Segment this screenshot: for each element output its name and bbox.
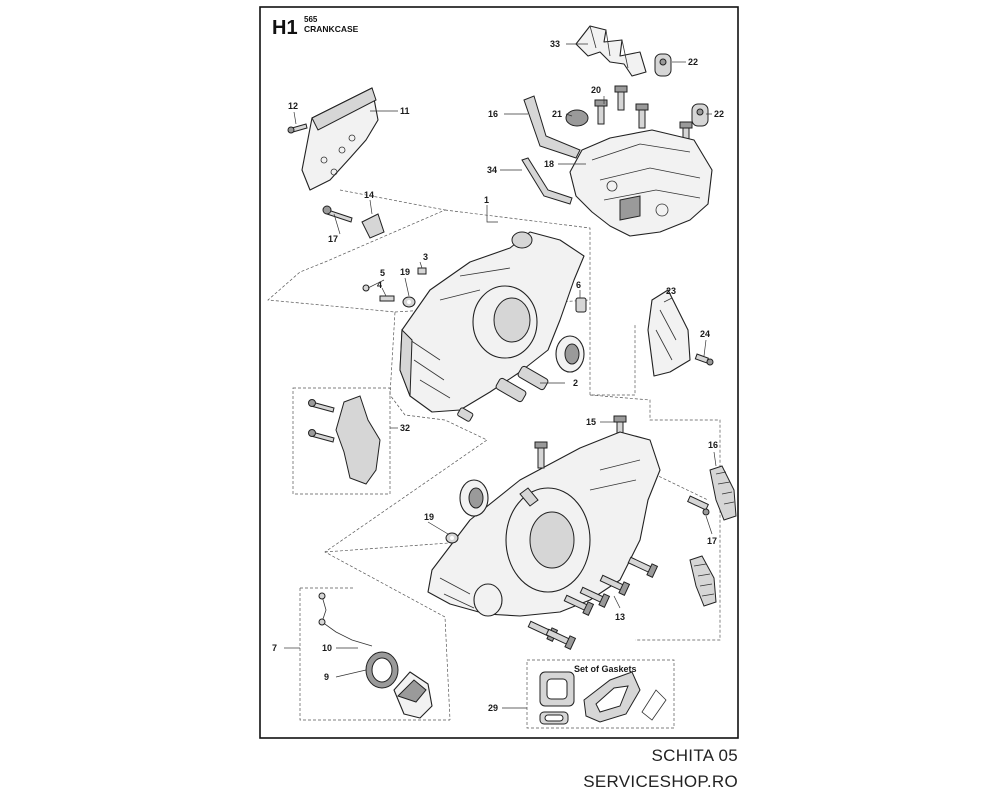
spring-bracket-right-upper: [709, 465, 737, 521]
sheet-label: SCHITA 05: [651, 746, 738, 765]
callout-16-right: 16: [708, 440, 718, 450]
callout-5: 5: [380, 268, 385, 278]
ground-wire-10: [318, 592, 373, 647]
callout-4: 4: [377, 280, 382, 290]
callout-22-upper: 22: [688, 57, 698, 67]
crankcase-half-lower: [427, 431, 661, 617]
rod-34: [521, 157, 573, 205]
callout-17-right: 17: [707, 536, 717, 546]
side-cover-23: [647, 289, 691, 377]
sleeve-2: [495, 365, 549, 403]
callout-12: 12: [288, 101, 298, 111]
bolt-17-upper: [322, 205, 353, 223]
bearing-lower: [459, 479, 489, 517]
callout-19-lower: 19: [424, 512, 434, 522]
callout-2: 2: [573, 378, 578, 388]
diagram-title: CRANKCASE: [304, 24, 359, 34]
callout-10: 10: [322, 643, 332, 653]
callout-3: 3: [423, 252, 428, 262]
callout-21: 21: [552, 109, 562, 119]
callout-33: 33: [550, 39, 560, 49]
bolt-lower-vertical: [534, 441, 548, 469]
small-parts-upper: [362, 267, 427, 308]
spring-bracket-upper: [523, 95, 581, 159]
bolts-13: [527, 556, 659, 650]
rubber-mount-upper: [654, 53, 672, 77]
pin-upper-left: [457, 407, 474, 422]
callout-6: 6: [576, 280, 581, 290]
seal-ring-9: [365, 651, 399, 689]
rubber-mount-lower: [691, 103, 709, 127]
callout-20: 20: [591, 85, 601, 95]
pin-6: [575, 297, 587, 313]
group-outlines: [267, 189, 721, 729]
screws-20: [594, 85, 693, 145]
callout-15: 15: [586, 417, 596, 427]
callout-13: 13: [615, 612, 625, 622]
clutch-cover-plate: [301, 87, 379, 191]
callout-19-upper: 19: [400, 267, 410, 277]
gasket-set-box: [526, 659, 675, 729]
tank-housing: [569, 129, 713, 237]
callout-32: 32: [400, 423, 410, 433]
callout-11: 11: [400, 106, 410, 116]
rear-plate-32: [308, 395, 381, 485]
callout-7: 7: [272, 643, 277, 653]
callout-34: 34: [487, 165, 497, 175]
callout-numbers: 1 2 3 4 5 6 7 9 10 11 12 13 14 15 16 16 …: [272, 39, 724, 713]
gasket-set-label: Set of Gaskets: [574, 664, 637, 674]
leader-lines: [284, 43, 717, 709]
model-number: 565: [304, 15, 318, 24]
callout-18: 18: [544, 159, 554, 169]
callout-14: 14: [364, 190, 374, 200]
bracket-14: [361, 213, 385, 239]
bolt-17-right: [687, 495, 710, 516]
callout-22-lower: 22: [714, 109, 724, 119]
ignition-module: [393, 671, 433, 719]
cylinder-shroud: [575, 25, 647, 77]
washer-19-lower: [445, 532, 459, 544]
spring-bracket-right-lower: [689, 555, 717, 607]
callout-17-upper: 17: [328, 234, 338, 244]
gasket-set: [539, 671, 667, 725]
plug-21: [565, 109, 589, 127]
crankcase-half-upper: [399, 231, 585, 413]
callout-24: 24: [700, 329, 710, 339]
site-label: SERVICESHOP.RO: [583, 772, 738, 791]
screw-12: [287, 123, 308, 134]
callout-1: 1: [484, 195, 489, 205]
bearing-upper: [555, 335, 585, 373]
section-code: H1: [272, 17, 298, 39]
callout-9: 9: [324, 672, 329, 682]
callout-16-upper: 16: [488, 109, 498, 119]
callout-29: 29: [488, 703, 498, 713]
screw-24: [694, 353, 714, 366]
callout-23: 23: [666, 286, 676, 296]
